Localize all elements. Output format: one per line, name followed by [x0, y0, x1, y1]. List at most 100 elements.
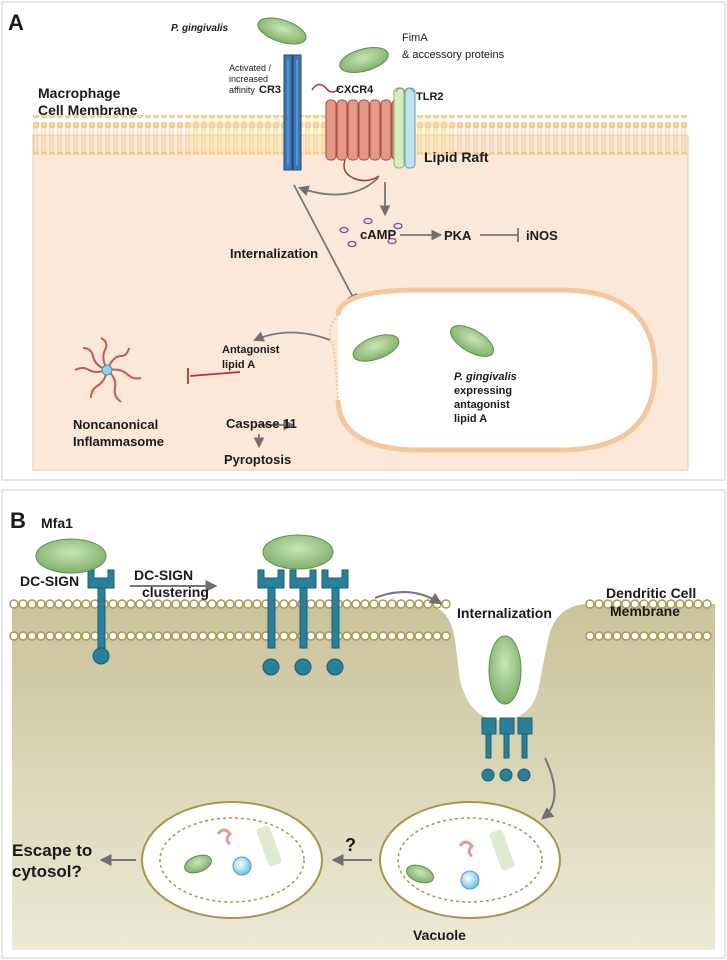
clustering-label-2: clustering: [142, 584, 209, 600]
lipid-head: [171, 631, 181, 641]
bacterium-top-left: [257, 17, 307, 45]
cxcr4-receptor: [311, 83, 403, 182]
lipid-head: [342, 631, 352, 641]
pka-label: PKA: [444, 228, 472, 243]
lipid-head: [666, 631, 676, 641]
membrane-label-cell: Cell Membrane: [38, 102, 138, 118]
lipid-head: [207, 599, 217, 609]
lipid-head: [117, 631, 127, 641]
panel-a: A: [1, 1, 726, 481]
camp-molecules: [339, 217, 403, 248]
vacuole-antagonist-label: antagonist: [454, 399, 510, 411]
lipid-head: [225, 599, 235, 609]
lipid-head: [441, 631, 451, 641]
vacuole-left-bacterium: [184, 854, 212, 874]
lipid-head: [351, 599, 361, 609]
bacterium-internalizing: [488, 635, 522, 705]
vacuole-right-rod: [489, 829, 515, 871]
camp-label: cAMP: [360, 227, 396, 242]
lipid-head: [117, 599, 127, 609]
lipid-head: [54, 631, 64, 641]
lipid-head: [54, 599, 64, 609]
vacuole-bacterium-label: P. gingivalis: [454, 371, 517, 383]
lipid-head: [36, 599, 46, 609]
phagosome-bacterium-1: [352, 334, 400, 362]
lipid-head: [423, 631, 433, 641]
lipid-raft-label: Lipid Raft: [424, 149, 489, 165]
lipid-head: [306, 631, 316, 641]
lipid-head: [180, 631, 190, 641]
caspase-11-label: Caspase 11: [226, 416, 297, 431]
panel-a-arrows: [253, 177, 519, 449]
vacuole-right-pink: [458, 840, 474, 858]
lipid-head: [189, 599, 199, 609]
lipid-head: [252, 599, 262, 609]
escape-label-2: cytosol?: [12, 862, 82, 881]
lipid-head: [189, 631, 199, 641]
lipid-head: [657, 599, 667, 609]
lipid-head: [216, 631, 226, 641]
lipid-a-inhibition: [187, 368, 241, 384]
lipid-head: [288, 631, 298, 641]
vacuole-lipid-a-label: lipid A: [454, 413, 487, 425]
lipid-head: [702, 631, 712, 641]
lipid-head: [378, 631, 388, 641]
pathogen-top-label: P. gingivalis: [171, 23, 228, 34]
lipid-head: [360, 599, 370, 609]
vacuole-label: Vacuole: [413, 927, 466, 943]
lipid-head: [9, 599, 19, 609]
lipid-head: [648, 631, 658, 641]
antagonist-label-2: lipid A: [222, 359, 255, 371]
lipid-head: [216, 599, 226, 609]
fima-label: FimA: [402, 32, 428, 44]
lipid-head: [432, 631, 442, 641]
lipid-head: [234, 599, 244, 609]
vacuole-left-pink: [216, 828, 232, 846]
lipid-head: [585, 631, 595, 641]
lipid-head: [108, 631, 118, 641]
phagosome: [328, 287, 658, 453]
lipid-head: [144, 631, 154, 641]
lipid-head: [603, 599, 613, 609]
lipid-head: [405, 599, 415, 609]
dc-sign-receptor-cluster: [257, 569, 349, 676]
lipid-head: [621, 599, 631, 609]
lipid-head: [135, 599, 145, 609]
lipid-head: [396, 599, 406, 609]
lipid-head: [18, 631, 28, 641]
inos-label: iNOS: [526, 228, 558, 243]
cr3-receptor: [283, 54, 302, 171]
cr3-label: CR3: [259, 84, 281, 96]
lipid-head: [63, 599, 73, 609]
vacuole-right: [379, 801, 561, 919]
lipid-head: [360, 631, 370, 641]
lipid-head: [45, 599, 55, 609]
tlr2-label: TLR2: [416, 91, 444, 103]
bacterium-clustering: [262, 534, 334, 570]
membrane-label-macrophage: Macrophage: [38, 85, 121, 101]
bacterium-top-right: [339, 47, 389, 73]
vacuole-expressing-label: expressing: [454, 385, 512, 397]
lipid-head: [405, 631, 415, 641]
mfa1-label: Mfa1: [41, 515, 73, 531]
lipid-head: [153, 631, 163, 641]
lipid-head: [27, 599, 37, 609]
lipid-head: [387, 599, 397, 609]
lipid-head: [603, 631, 613, 641]
lipid-head: [126, 631, 136, 641]
lipid-head: [81, 599, 91, 609]
lipid-head: [144, 599, 154, 609]
fima-accessory-label: & accessory proteins: [402, 49, 505, 61]
lipid-head: [36, 631, 46, 641]
lipid-head: [315, 599, 325, 609]
internalization-label-a: Internalization: [230, 246, 318, 261]
lipid-head: [675, 599, 685, 609]
lipid-head: [693, 631, 703, 641]
lipid-head: [684, 599, 694, 609]
lipid-head: [108, 599, 118, 609]
dc-sign-label: DC-SIGN: [20, 573, 79, 589]
lipid-head: [594, 631, 604, 641]
activated-label-2: increased: [229, 74, 268, 84]
cxcr4-label: CXCR4: [336, 84, 374, 96]
